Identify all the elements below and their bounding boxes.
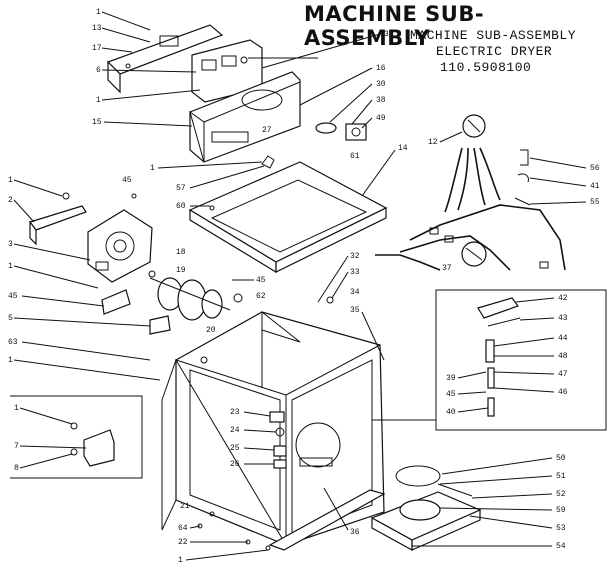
pn-1d: 1 [8,176,13,185]
pn-1e: 1 [8,262,13,271]
pn-46: 46 [558,388,568,397]
pn-42: 42 [558,294,568,303]
pn-63: 63 [8,338,18,347]
pn-37: 37 [442,264,452,273]
pn-18: 18 [176,248,186,257]
pn-3: 3 [8,240,13,249]
pn-6: 6 [96,66,101,75]
pn-13: 13 [92,24,102,33]
mounting-bracket [29,192,87,246]
pn-34: 34 [350,288,360,297]
pn-45b: 45 [8,292,18,301]
pn-51: 51 [556,472,566,481]
pn-17: 17 [92,44,102,53]
pn-41: 41 [590,182,600,191]
pn-60: 60 [176,202,186,211]
motor-shaft-assembly [148,270,231,321]
callouts: 1 13 17 6 1 31 16 15 27 30 38 49 61 12 1… [8,8,600,565]
pn-1h: 1 [178,556,183,565]
pn-44: 44 [558,334,568,343]
pn-14: 14 [398,144,408,153]
pn-1b: 1 [96,96,101,105]
pn-32: 32 [350,252,360,261]
detail-inset-right [435,289,607,431]
control-knob [315,122,337,134]
pn-1c: 1 [150,164,155,173]
pn-45c: 45 [256,276,266,285]
control-switch-block [191,39,263,103]
subtitle-line-1: MACHINE SUB-ASSEMBLY [410,28,577,43]
pn-64: 64 [178,524,188,533]
pn-48: 48 [558,352,568,361]
idler-pulley-assembly [370,465,482,552]
pn-30: 30 [376,80,386,89]
pn-62: 62 [256,292,266,301]
pn-8: 8 [14,464,19,473]
pn-19: 19 [176,266,186,275]
pn-43: 43 [558,314,568,323]
pn-21: 21 [180,502,190,511]
pn-36: 36 [350,528,360,537]
pn-26: 26 [230,460,240,469]
model-number: 110.5908100 [440,60,532,75]
wiring-harness [375,114,566,271]
pn-5: 5 [8,314,13,323]
pn-53: 53 [556,524,566,533]
pn-59: 59 [556,506,566,515]
pn-50: 50 [556,454,566,463]
pn-24: 24 [230,426,240,435]
control-console [189,57,318,163]
pn-61: 61 [350,152,360,161]
pn-1g: 1 [14,404,19,413]
pn-20: 20 [206,326,216,335]
subtitle-line-2: ELECTRIC DRYER [436,44,553,59]
pn-45d: 45 [446,390,456,399]
pn-23: 23 [230,408,240,417]
pn-27: 27 [262,126,272,135]
pn-22: 22 [178,538,188,547]
toe-plate [268,489,386,551]
pn-25: 25 [230,444,240,453]
pn-1f: 1 [8,356,13,365]
pn-39: 39 [446,374,456,383]
control-switch [345,123,367,141]
pn-33: 33 [350,268,360,277]
pn-31: 31 [384,30,394,39]
pn-2: 2 [8,196,13,205]
pn-16: 16 [376,64,386,73]
pn-47: 47 [558,370,568,379]
blower-housing [87,209,153,283]
pn-1: 1 [96,8,101,17]
pn-57: 57 [176,184,186,193]
pn-49: 49 [376,114,386,123]
top-panel [188,155,388,274]
pn-56: 56 [590,164,600,173]
detail-inset-left [10,395,143,479]
pn-54: 54 [556,542,566,551]
pn-38: 38 [376,96,386,105]
pn-7: 7 [14,442,19,451]
bracket-plate [101,289,243,335]
pn-55: 55 [590,198,600,207]
pn-45: 45 [122,176,132,185]
pn-15: 15 [92,118,102,127]
pn-12: 12 [428,138,438,147]
wire-clips [514,149,531,206]
pn-35: 35 [350,306,360,315]
pn-52: 52 [556,490,566,499]
pn-40: 40 [446,408,456,417]
